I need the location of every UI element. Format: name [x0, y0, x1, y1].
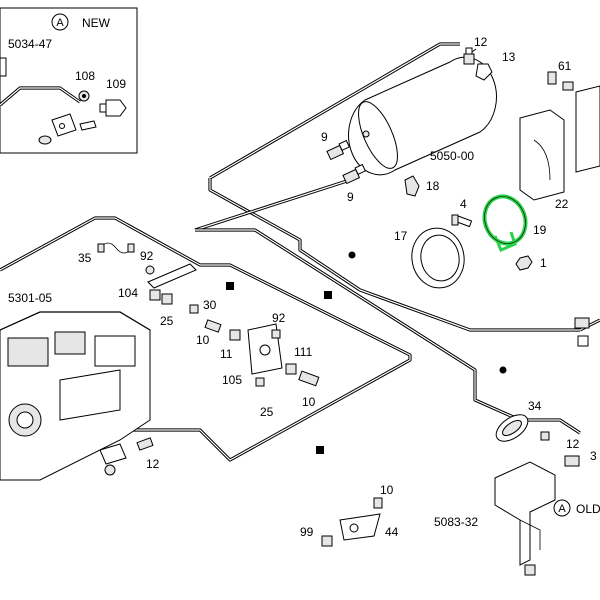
route-square	[324, 291, 332, 299]
inset-part-108	[78, 90, 90, 102]
label-105: 105	[222, 373, 242, 387]
label-19: 19	[533, 223, 547, 237]
sensor-10-lower	[136, 437, 154, 451]
tee-fitting-right	[574, 317, 590, 347]
label-104: 104	[118, 286, 138, 300]
label-34: 34	[528, 399, 542, 413]
inset-part-stub	[0, 57, 7, 77]
label-3: 3	[590, 449, 597, 463]
inset-bracket	[51, 113, 97, 137]
label-92-left: 92	[140, 249, 154, 263]
route-dot	[499, 366, 507, 374]
route-dot	[348, 251, 356, 259]
fitting-12-top	[463, 47, 475, 65]
inset-nut	[38, 135, 52, 145]
bolt-4	[451, 214, 473, 228]
label-10-mid: 10	[302, 395, 316, 409]
inset-panel: A NEW 5034-47 108 109	[0, 7, 138, 154]
valve-9-upper	[326, 139, 350, 161]
label-111: 111	[294, 345, 313, 359]
fitting-11	[229, 329, 241, 341]
label-92-mid: 92	[272, 311, 286, 325]
label-12-lower: 12	[566, 437, 580, 451]
label-12-top: 12	[474, 35, 488, 49]
label-25-left: 25	[160, 314, 174, 328]
legend-old: A OLD	[553, 499, 600, 517]
valve-9-lower	[342, 163, 366, 185]
bracket-61	[519, 71, 600, 201]
label-4: 4	[460, 197, 467, 211]
label-9-upper: 9	[321, 130, 328, 144]
label-10-left: 10	[196, 333, 210, 347]
pipe-main-right	[208, 178, 580, 332]
bracket-104	[145, 263, 197, 305]
label-99: 10	[380, 483, 394, 497]
gearbox: 5301-05	[0, 291, 151, 481]
group-label-gearbox: 5301-05	[8, 291, 52, 305]
harness-35	[97, 242, 135, 254]
legend-old-text: OLD	[576, 502, 600, 516]
route-square	[316, 446, 324, 454]
label-22: 18	[426, 179, 440, 193]
label-35: 35	[78, 251, 92, 265]
label-61: 61	[558, 59, 572, 73]
mount-bracket-105	[247, 323, 283, 387]
fitting-22	[404, 175, 420, 197]
clamp-19-highlighted[interactable]	[478, 191, 532, 252]
label-17: 17	[394, 229, 408, 243]
group-label-tank: 5050-00	[430, 149, 474, 163]
label-13-top: 13	[502, 50, 516, 64]
label-25-mid: 25	[260, 405, 274, 419]
sensor-10-left	[204, 319, 222, 333]
inset-part-109	[99, 99, 127, 117]
fitting-12-lower	[540, 431, 580, 467]
label-44: 99	[300, 525, 314, 539]
group-label-bracket: 5083-32	[434, 515, 478, 529]
label-18: 22	[555, 197, 569, 211]
label-10-lower: 12	[146, 457, 160, 471]
label-109: 109	[106, 77, 126, 91]
fitting-30	[189, 304, 199, 314]
fitting-111	[285, 363, 297, 375]
label-98: 44	[385, 525, 399, 539]
label-11: 11	[220, 347, 233, 361]
pipework	[0, 42, 600, 470]
air-tank: 5050-00	[348, 56, 497, 176]
legend-circle-marker	[553, 499, 571, 517]
inset-group-label: 5034-47	[8, 37, 52, 51]
label-30: 30	[203, 298, 217, 312]
label-1: 1	[540, 256, 547, 270]
sensor-10-mid	[298, 370, 320, 387]
bracket-98	[321, 497, 383, 547]
route-square	[226, 282, 234, 290]
inset-title: NEW	[82, 16, 111, 30]
nut-1	[515, 255, 533, 271]
fitting-13-top	[475, 63, 493, 81]
label-108: 108	[75, 69, 95, 83]
label-9-lower: 9	[347, 190, 354, 204]
grommet-34	[495, 414, 529, 442]
support-bracket	[494, 461, 556, 576]
legend-circle-letter: A	[558, 503, 566, 515]
inset-circle-marker	[51, 13, 69, 31]
strap-17	[411, 227, 465, 289]
inset-circle-letter: A	[56, 17, 64, 29]
